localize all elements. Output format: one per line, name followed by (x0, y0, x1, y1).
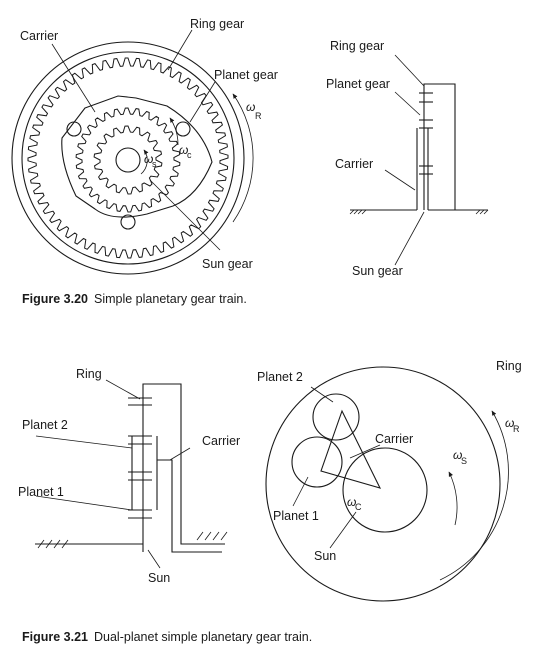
dual-ring-housing (142, 383, 225, 545)
side-label-sun-gear: Sun gear (352, 264, 403, 278)
omega-r-subscript: R (255, 111, 262, 121)
carrier-pin-left (66, 121, 82, 137)
leader-side-planet (394, 91, 421, 116)
label-carrier: Carrier (20, 29, 58, 43)
omega-c-symbol: ω (179, 143, 188, 157)
dual-label-planet1: Planet 1 (18, 485, 64, 499)
leader-dual-sun (147, 549, 161, 569)
dual-hatch-right (196, 531, 228, 541)
dual-hatch-left (37, 539, 69, 549)
omega-c-arrow (169, 117, 179, 146)
fig321-schematic: Ring Planet 2 Carrier Planet 1 Sun (18, 367, 240, 585)
leader-planet-gear (189, 81, 216, 123)
carrier-pin-right (175, 121, 191, 137)
omega-s-arrow (140, 149, 149, 175)
leader-sun-gear (149, 179, 221, 251)
leader-dual-planet1 (35, 495, 133, 511)
dual-label-carrier: Carrier (202, 434, 240, 448)
fig320-front-view: Carrier Ring gear Planet gear Sun gear ω… (11, 17, 278, 275)
label-sun-gear: Sun gear (202, 257, 253, 271)
caption-text-3-21: Dual-planet simple planetary gear train. (94, 630, 313, 644)
dual-omega-c-symbol: ω (347, 495, 356, 509)
dual-omega-s-arrow (448, 471, 458, 526)
dual-ring-circle (265, 366, 501, 602)
leader-circle-carrier (349, 444, 381, 459)
label-planet-gear: Planet gear (214, 68, 278, 82)
leader-side-carrier (384, 169, 416, 191)
sun-gear-hub (115, 147, 141, 173)
carrier-plate (61, 95, 213, 218)
leader-side-ring (394, 54, 425, 87)
carrier-pin-bottom (120, 214, 136, 230)
dual-omega-r-arrow (439, 410, 509, 581)
caption-number-3-20: Figure 3.20 (22, 292, 88, 306)
leader-dual-carrier (169, 447, 191, 461)
omega-c-subscript: c (187, 150, 192, 160)
fig321-circle-view: Planet 2 Ring Carrier Planet 1 Sun ω R ω… (257, 359, 522, 602)
dual-omega-s-symbol: ω (453, 448, 462, 462)
dual-omega-c-subscript: C (355, 502, 362, 512)
caption-text-3-20: Simple planetary gear train. (94, 292, 247, 306)
leader-ring-gear (167, 29, 193, 71)
circle-label-planet2: Planet 2 (257, 370, 303, 384)
omega-s-subscript: s (152, 159, 157, 169)
circle-label-ring: Ring (496, 359, 522, 373)
leader-circle-planet2 (310, 386, 334, 403)
omega-r-symbol: ω (246, 100, 255, 114)
leader-dual-ring (105, 379, 141, 400)
caption-number-3-21: Figure 3.21 (22, 630, 88, 644)
side-label-ring-gear: Ring gear (330, 39, 384, 53)
dual-label-sun: Sun (148, 571, 170, 585)
dual-omega-r-symbol: ω (505, 416, 514, 430)
ring-gear-teeth (27, 57, 229, 259)
dual-label-ring: Ring (76, 367, 102, 381)
dual-omega-s-subscript: S (461, 456, 467, 466)
fig320-side-schematic: Ring gear Planet gear Carrier Sun gear (326, 39, 489, 278)
label-ring-gear: Ring gear (190, 17, 244, 31)
omega-r-arrow (232, 93, 254, 223)
ground-hatch-left (349, 209, 367, 215)
carrier-triangle (320, 409, 382, 489)
leader-carrier (51, 43, 96, 113)
ring-gear-housing (423, 83, 456, 210)
planet1-circle (291, 436, 343, 488)
circle-label-carrier: Carrier (375, 432, 413, 446)
ground-hatch-right (475, 209, 489, 215)
circle-label-planet1: Planet 1 (273, 509, 319, 523)
leader-dual-planet2 (35, 435, 133, 449)
caption-figure-3-21: Figure 3.21 Dual-planet simple planetary … (22, 630, 312, 644)
sun-gear-teeth (93, 125, 163, 195)
ring-gear-outer-rim (11, 41, 245, 275)
dual-carrier-arm (157, 459, 222, 553)
omega-s-symbol: ω (144, 152, 153, 166)
sun-circle (342, 447, 428, 533)
ring-gear-inner-rim (21, 51, 235, 265)
planet2-circle (312, 393, 360, 441)
leader-circle-sun (329, 511, 357, 549)
dual-omega-r-subscript: R (513, 424, 520, 434)
side-label-carrier: Carrier (335, 157, 373, 171)
circle-label-sun: Sun (314, 549, 336, 563)
side-label-planet-gear: Planet gear (326, 77, 390, 91)
leader-side-sun (394, 211, 425, 266)
dual-label-planet2: Planet 2 (22, 418, 68, 432)
caption-figure-3-20: Figure 3.20 Simple planetary gear train. (22, 292, 247, 306)
planet-gear-teeth (75, 107, 181, 213)
leader-circle-planet1 (292, 476, 309, 507)
